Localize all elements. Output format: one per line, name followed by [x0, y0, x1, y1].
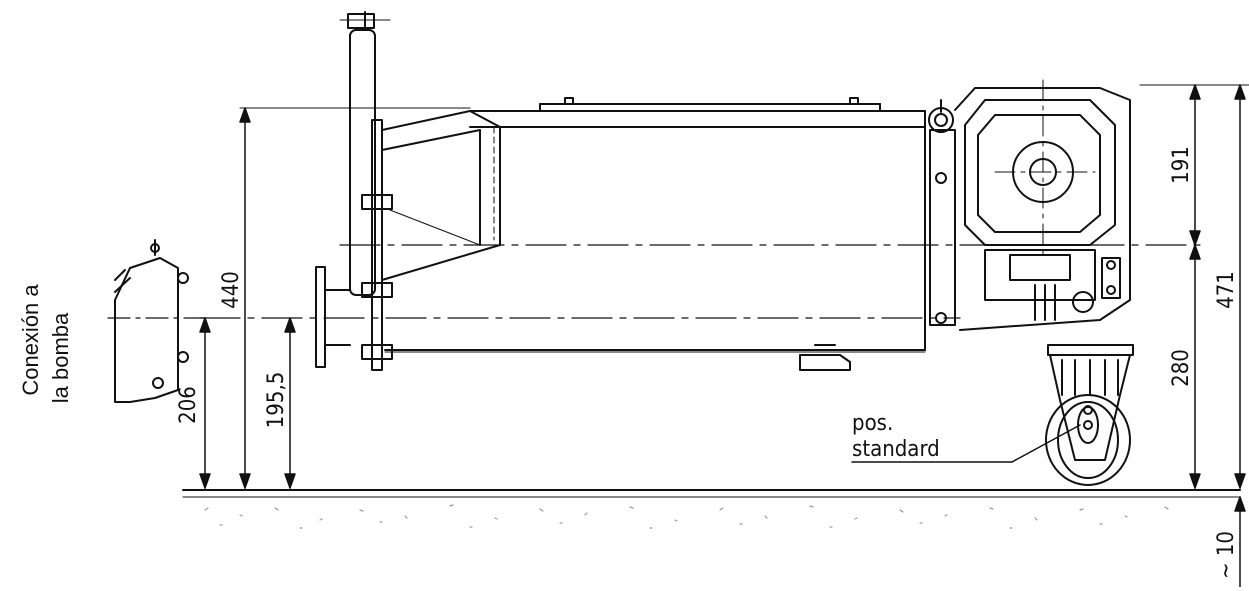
motor-assembly — [928, 79, 1131, 331]
dimension-195-5: 195,5 — [264, 372, 289, 429]
dimension-206: 206 — [176, 386, 201, 424]
callout-pos: pos. — [852, 411, 893, 436]
side-label-line2: la bomba — [48, 312, 73, 403]
callout-standard: standard — [852, 437, 940, 462]
main-body — [381, 97, 926, 371]
castor-wheel — [1045, 344, 1134, 486]
ground — [182, 489, 1241, 529]
dimension-lines — [199, 84, 1249, 588]
dimension-280: 280 — [1169, 349, 1194, 387]
dimension-471: 471 — [1214, 271, 1239, 309]
dimension-10: ~ 10 — [1214, 531, 1239, 579]
pump-connection-detail — [107, 239, 211, 403]
discharge-flange — [315, 266, 351, 368]
side-label-line1: Conexión a — [18, 284, 43, 396]
dimension-440: 440 — [219, 271, 244, 309]
dimension-191: 191 — [1169, 146, 1194, 184]
lifting-bracket — [339, 11, 393, 371]
